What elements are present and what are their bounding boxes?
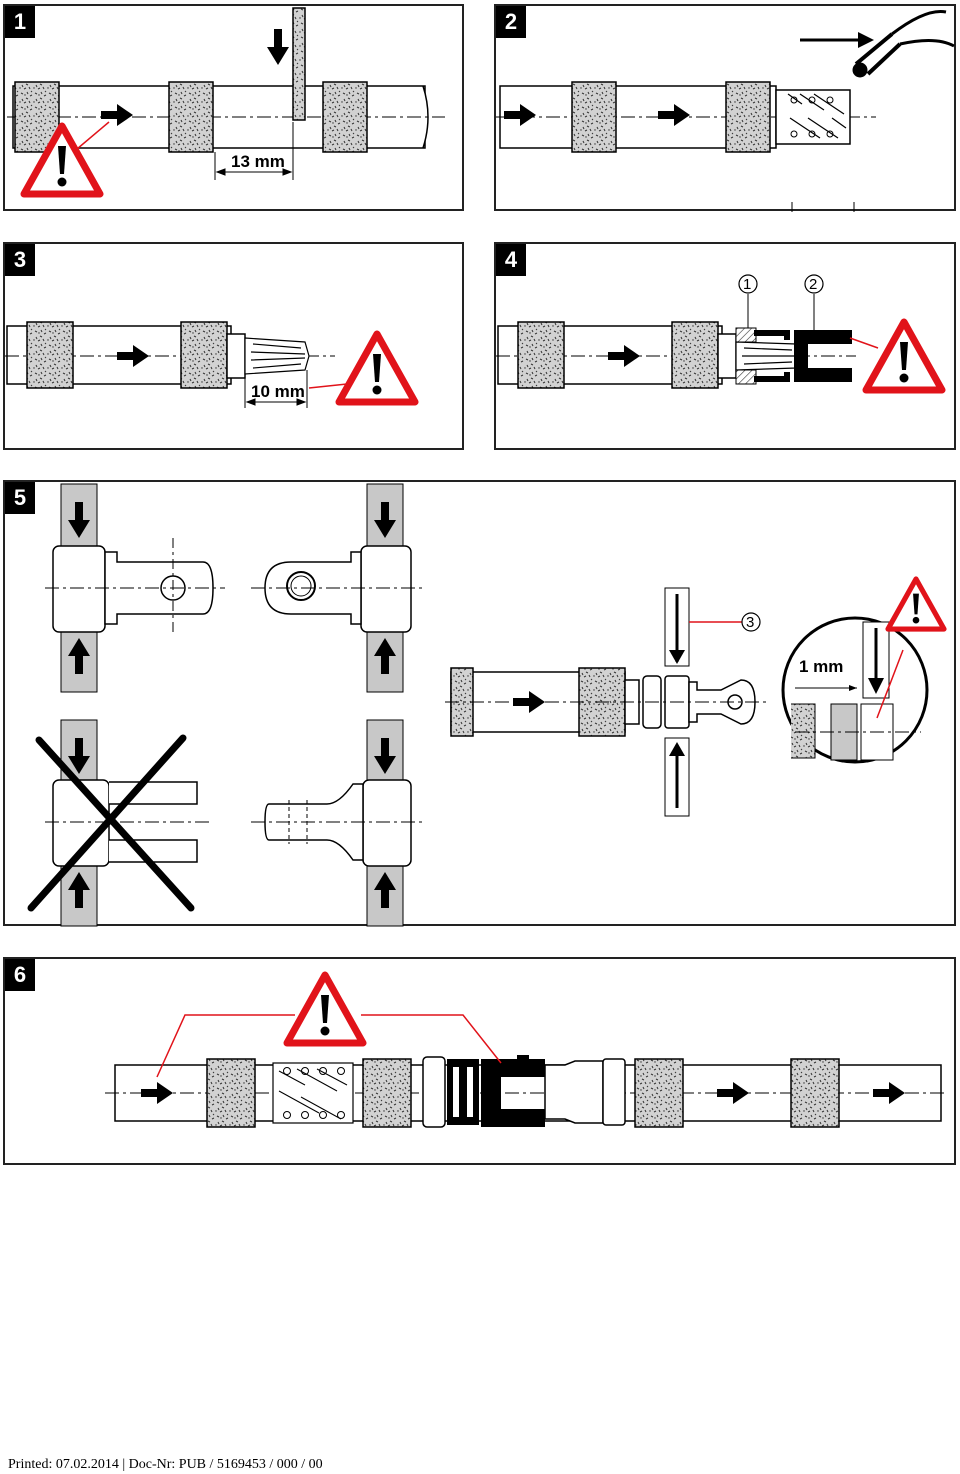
dimension-line: [214, 122, 294, 180]
panel-3-drawing: 10 mm: [5, 321, 466, 408]
warning-leader: [849, 337, 879, 349]
panel-5-drawing: 3 1 mm: [27, 483, 958, 927]
warning-leaders: [156, 1014, 502, 1078]
callout-2: 2: [804, 274, 824, 330]
warning-triangle-icon: [287, 975, 363, 1043]
magnified-detail-circle: [781, 616, 929, 764]
dimension-label: 13 mm: [231, 152, 285, 171]
spring-wire-coil: [272, 1062, 354, 1124]
step-number: 1: [5, 6, 35, 38]
svg-text:2: 2: [809, 276, 817, 293]
callout-1: 1: [738, 274, 758, 328]
assembled-bit-detail: 3 1 mm: [445, 579, 944, 817]
print-footer: Printed: 07.02.2014 | Doc-Nr: PUB / 5169…: [8, 1457, 323, 1472]
warning-leader: [76, 121, 110, 150]
diamond-segment: [180, 321, 228, 389]
cut-spring-stub: [244, 337, 310, 375]
step-number: 3: [5, 244, 35, 276]
diamond-segment: [571, 81, 617, 153]
spring-wire-coil: [775, 89, 851, 145]
diamond-segment: [322, 81, 368, 153]
diamond-segment: [168, 81, 214, 153]
dimension-label: 10 mm: [251, 382, 305, 401]
diamond-segment: [634, 1058, 684, 1128]
panel-step-6: 6: [3, 957, 956, 1165]
svg-text:3: 3: [746, 614, 754, 631]
step-number: 5: [5, 482, 35, 514]
pliers-icon: [852, 9, 955, 78]
connection-sleeve: [754, 330, 852, 382]
correct-clamping-eye-right: [45, 483, 225, 693]
panel-6-drawing: [105, 959, 945, 1128]
diamond-segment: [517, 321, 565, 389]
svg-text:1: 1: [743, 276, 751, 293]
shank-ring: [717, 333, 737, 379]
diamond-segment: [26, 321, 74, 389]
cutting-segment-insert: [292, 7, 306, 121]
diamond-segment: [206, 1058, 256, 1128]
panel-4-drawing: 1 2: [496, 274, 958, 452]
dimension-label: 1 mm: [799, 657, 843, 676]
panel-step-2: 2: [494, 4, 956, 212]
extended-core-bit: [105, 1055, 945, 1128]
step-number: 6: [5, 959, 35, 991]
step-number: 4: [496, 244, 526, 276]
warning-triangle-icon: [866, 322, 942, 390]
diamond-segment: [362, 1058, 412, 1128]
prohibited-cross-icon: [27, 734, 195, 912]
panel-2-drawing: [496, 9, 955, 212]
warning-triangle-icon: [888, 579, 944, 629]
correct-clamping-eye-left: [251, 483, 425, 693]
panel-step-5: 3 1 mm 5: [3, 480, 958, 927]
callout-3: 3: [741, 612, 761, 632]
warning-triangle-icon: [339, 334, 415, 402]
connector-assembly: [422, 1055, 626, 1128]
diamond-segment: [725, 81, 771, 153]
warning-leader: [308, 383, 348, 389]
correct-clamping-flat: [251, 719, 425, 927]
diamond-segment: [790, 1058, 840, 1128]
cut-spring-stub: [735, 341, 799, 371]
panel-1-drawing: 13 mm: [7, 7, 445, 213]
dimension-line: [244, 370, 308, 408]
step-number: 2: [496, 6, 526, 38]
panel-step-4: 1 2 4: [494, 242, 956, 450]
panel-step-1: 13 mm 1: [3, 4, 464, 211]
incorrect-clamping: [27, 719, 211, 927]
diamond-segment: [671, 321, 719, 389]
down-arrow-icon: [267, 29, 289, 65]
shank-ring: [226, 333, 246, 379]
panel-step-3: 10 mm 3: [3, 242, 464, 450]
